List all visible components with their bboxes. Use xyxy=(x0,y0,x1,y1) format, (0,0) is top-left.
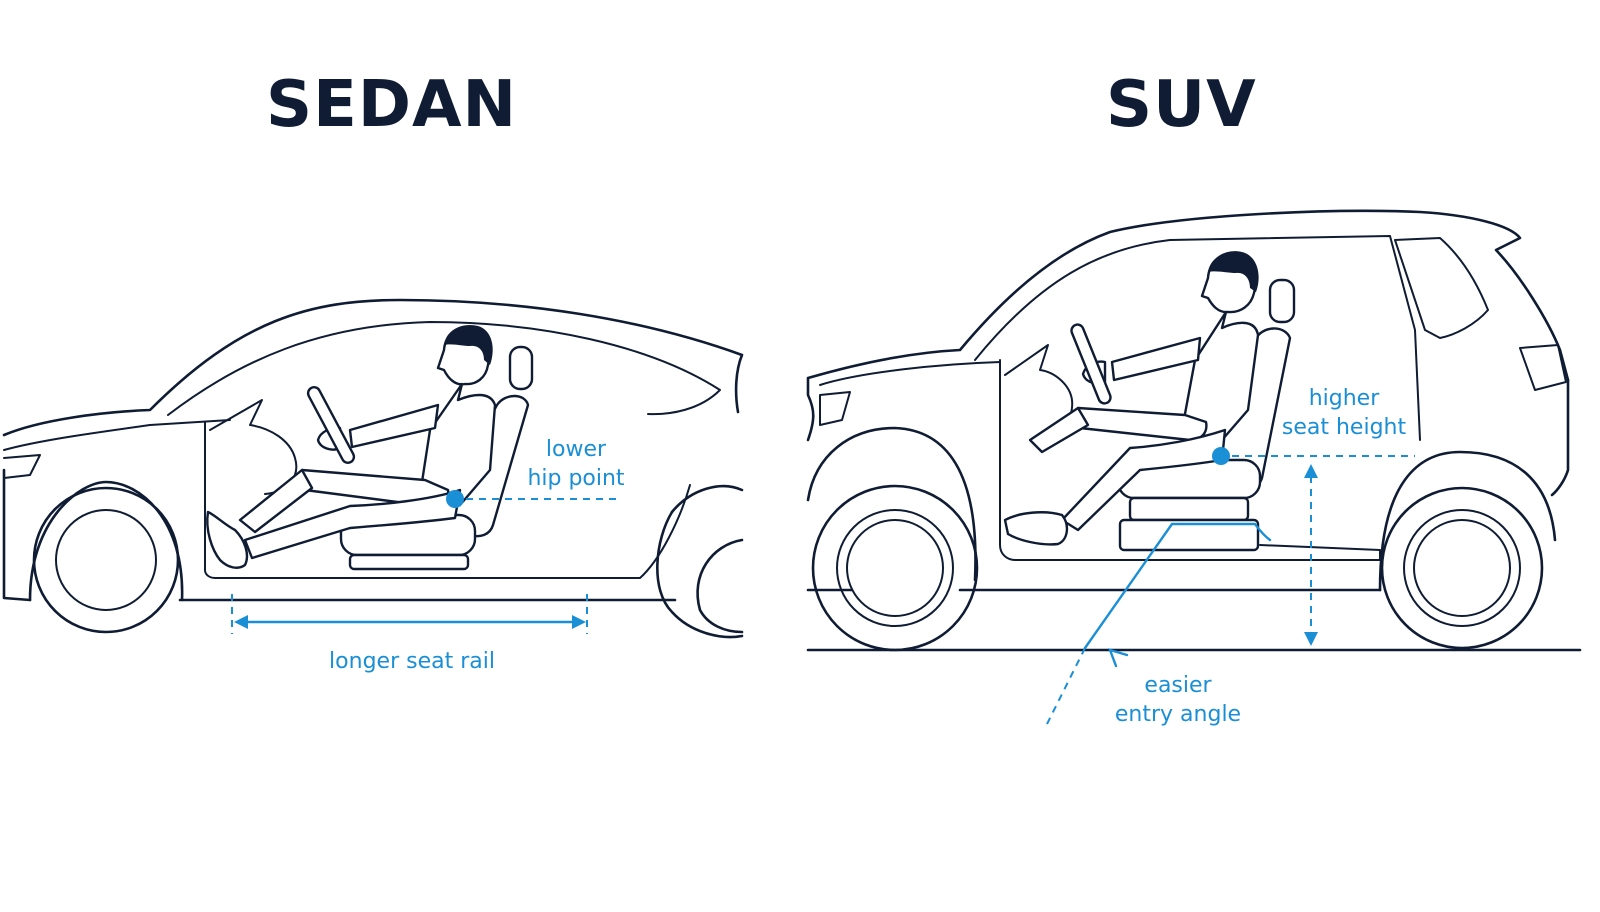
sedan-illustration: lower hip point longer seat rail xyxy=(2,298,744,674)
sedan-front-hub xyxy=(55,509,157,611)
sedan-body-outline xyxy=(2,298,744,602)
sedan-front-wheel xyxy=(32,486,180,634)
sedan-title: SEDAN xyxy=(266,68,518,142)
suv-illustration: higher seat height easier entry angle xyxy=(806,209,1582,729)
suv-rear-end xyxy=(1550,378,1570,497)
sedan-rail-label: longer seat rail xyxy=(329,649,495,674)
sedan-hip-point-marker xyxy=(446,490,464,508)
sedan-hip-label-line2: hip point xyxy=(527,466,624,491)
sedan-driver xyxy=(206,324,497,569)
suv-front-hub xyxy=(836,509,954,627)
sedan-rail-arrowhead-left xyxy=(234,615,248,629)
sedan-rail-arrowhead-right xyxy=(572,615,586,629)
suv-height-arrowhead-bottom xyxy=(1304,632,1318,646)
suv-title: SUV xyxy=(1106,68,1257,142)
sedan-rear-wheel xyxy=(696,538,744,634)
suv-rear-wheel xyxy=(1380,486,1544,650)
suv-taillight xyxy=(1519,344,1567,391)
sedan-window-line xyxy=(167,321,721,416)
suv-rear-hub xyxy=(1403,509,1521,627)
suv-front-wheel xyxy=(811,484,979,652)
sedan-front-arch xyxy=(28,480,184,602)
suv-rear-arch xyxy=(1378,450,1557,592)
suv-door-cutout xyxy=(999,359,1381,561)
sedan-dashboard xyxy=(209,399,298,495)
suv-driver xyxy=(1003,251,1260,546)
suv-seat-label-line2: seat height xyxy=(1282,415,1407,440)
sedan-hood-line xyxy=(3,419,231,451)
sedan-door-cutout xyxy=(204,421,691,579)
suv-front-arch xyxy=(806,426,977,582)
suv-entry-dash xyxy=(1044,647,1086,729)
sedan-hip-label-line1: lower xyxy=(546,437,607,462)
suv-height-arrowhead-top xyxy=(1304,464,1318,478)
sedan-rear-arch xyxy=(656,510,744,639)
suv-entry-label-line2: entry angle xyxy=(1115,702,1241,727)
sedan-headlight xyxy=(3,454,41,479)
suv-front-hub-inner xyxy=(846,519,944,617)
suv-headlight xyxy=(819,391,851,426)
suv-window-frame xyxy=(974,235,1421,441)
suv-entry-path xyxy=(1083,522,1272,650)
suv-body-outline xyxy=(806,209,1570,592)
suv-seat-point-marker xyxy=(1212,447,1230,465)
suv-rear-hub-inner xyxy=(1413,519,1511,617)
suv-entry-arrow xyxy=(1108,648,1129,668)
suv-hood-line xyxy=(819,361,1001,441)
suv-seat-label-line1: higher xyxy=(1309,386,1380,411)
suv-rear-window xyxy=(1394,237,1489,339)
suv-entry-label-line1: easier xyxy=(1144,673,1212,698)
